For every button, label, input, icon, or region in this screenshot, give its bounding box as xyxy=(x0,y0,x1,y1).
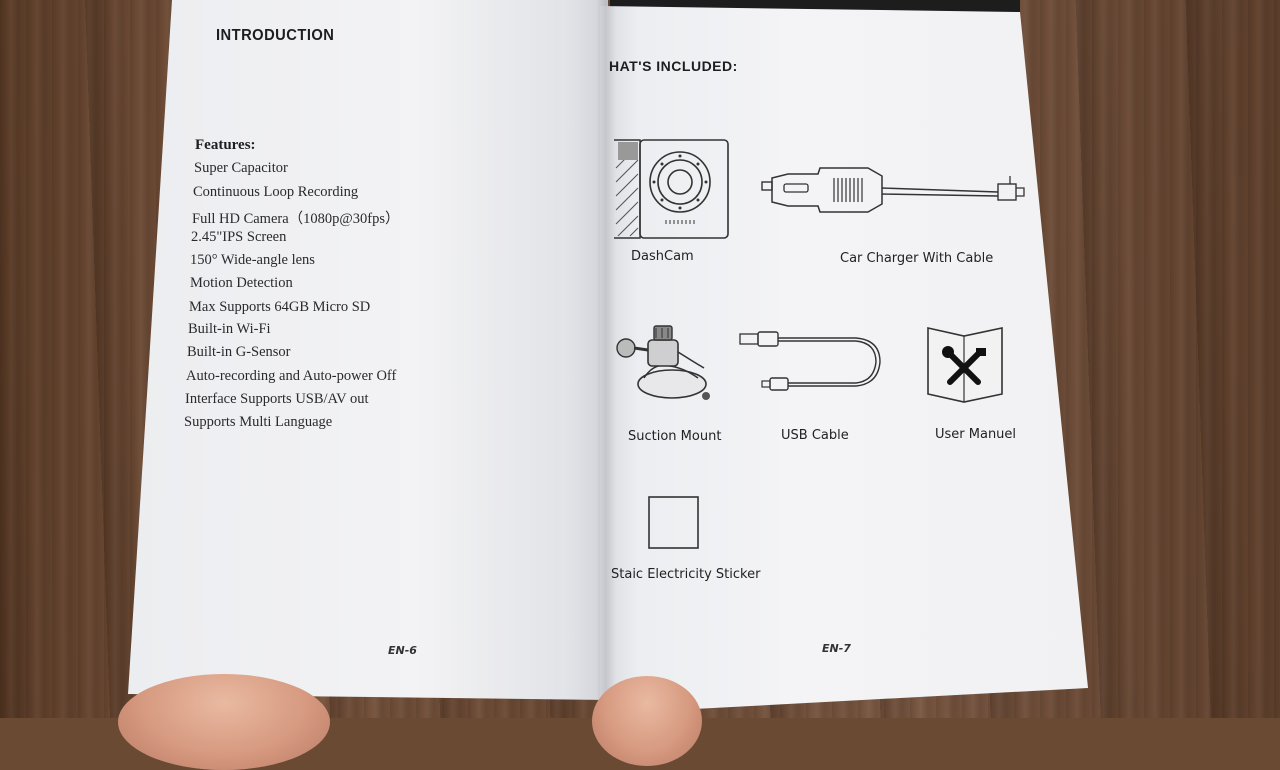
introduction-heading: INTRODUCTION xyxy=(216,27,335,44)
feature-item: 150° Wide-angle lens xyxy=(190,252,315,268)
usb-cable-caption: USB Cable xyxy=(781,428,849,443)
dashcam-caption: DashCam xyxy=(631,249,694,264)
sticker-caption: Staic Electricity Sticker xyxy=(611,567,761,582)
suction-mount-caption: Suction Mount xyxy=(628,429,722,444)
feature-item: Super Capacitor xyxy=(194,160,288,176)
usb-cable-icon xyxy=(738,326,888,394)
user-manual-icon xyxy=(924,324,1006,406)
car-charger-icon xyxy=(758,164,1028,216)
feature-item: Interface Supports USB/AV out xyxy=(185,391,369,407)
sticker-icon xyxy=(648,496,700,550)
feature-item: Continuous Loop Recording xyxy=(193,184,359,200)
whats-included-heading: HAT'S INCLUDED: xyxy=(609,58,738,74)
feature-item: Full HD Camera（1080p@30fps） xyxy=(192,211,400,227)
feature-item: Max Supports 64GB Micro SD xyxy=(189,299,371,315)
feature-item: Supports Multi Language xyxy=(184,414,333,430)
feature-item: Built-in G-Sensor xyxy=(187,344,291,360)
page-number-left: EN-6 xyxy=(388,644,417,657)
page-fold-shadow xyxy=(596,0,616,710)
left-thumb xyxy=(118,674,330,770)
right-thumb xyxy=(592,676,702,766)
features-title: Features: xyxy=(195,137,256,153)
dashcam-icon xyxy=(612,138,732,240)
user-manual-caption: User Manuel xyxy=(935,427,1017,442)
feature-item: Auto-recording and Auto-power Off xyxy=(186,368,397,384)
feature-item: Motion Detection xyxy=(190,275,293,291)
feature-item: 2.45"IPS Screen xyxy=(191,229,287,245)
page-number-right: EN-7 xyxy=(822,642,851,655)
car-charger-caption: Car Charger With Cable xyxy=(840,251,994,266)
feature-item: Built-in Wi-Fi xyxy=(188,321,271,337)
suction-mount-icon xyxy=(614,322,714,406)
manual-left-page xyxy=(128,0,608,700)
manual-right-page xyxy=(600,6,1088,714)
